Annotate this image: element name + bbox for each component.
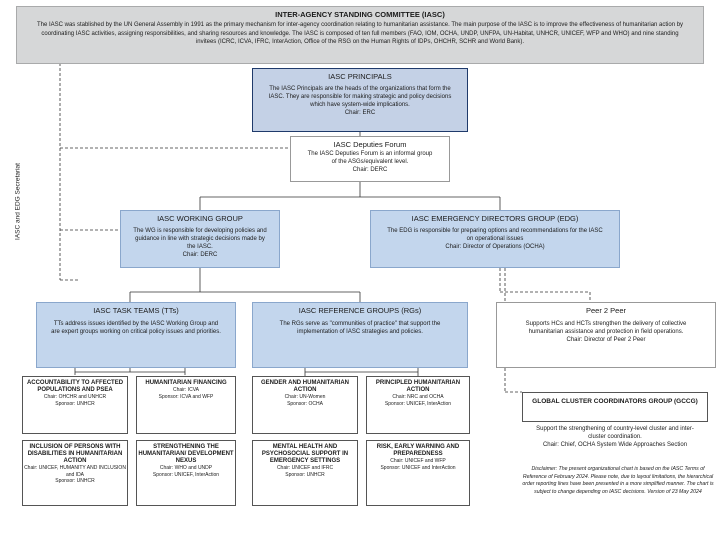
rg-item-title: GENDER AND HUMANITARIAN ACTION: [261, 380, 349, 393]
iasc-header: INTER-AGENCY STANDING COMMITTEE (IASC) T…: [16, 6, 704, 64]
rg-item-sponsor: Sponsor: OCHA: [287, 400, 323, 407]
deputies-box: IASC Deputies Forum The IASC Deputies Fo…: [290, 136, 450, 182]
rg-item-sponsor: Sponsor: UNICEF, InterAction: [384, 400, 452, 407]
rg-item-title: PRINCIPLED HUMANITARIAN ACTION: [375, 380, 461, 393]
tt-item-sponsor: Sponsor: ICVA and WFP: [158, 393, 214, 400]
gccg-box: GLOBAL CLUSTER COORDINATORS GROUP (GCCG): [522, 392, 708, 422]
working-group-title: IASC WORKING GROUP: [157, 214, 243, 223]
deputies-chair: Chair: DERC: [352, 167, 388, 173]
peer2peer-box: Peer 2 Peer Supports HCs and HCTs streng…: [496, 302, 716, 368]
peer2peer-chair: Chair: Director of Peer 2 Peer: [566, 337, 646, 343]
rg-item: GENDER AND HUMANITARIAN ACTION Chair: UN…: [252, 376, 358, 434]
deputies-body: The IASC Deputies Forum is an informal g…: [307, 151, 433, 165]
gccg-title: GLOBAL CLUSTER COORDINATORS GROUP (GCCG): [532, 398, 698, 405]
task-teams-box: IASC TASK TEAMS (TTs) TTs address issues…: [36, 302, 236, 368]
edg-chair: Chair: Director of Operations (OCHA): [445, 244, 545, 250]
tt-item: ACCOUNTABILITY TO AFFECTED POPULATIONS A…: [22, 376, 128, 434]
rg-item: MENTAL HEALTH AND PSYCHOSOCIAL SUPPORT I…: [252, 440, 358, 506]
task-teams-body: TTs address issues identified by the IAS…: [51, 321, 221, 335]
iasc-title: INTER-AGENCY STANDING COMMITTEE (IASC): [275, 10, 445, 19]
rg-item: PRINCIPLED HUMANITARIAN ACTION Chair: NR…: [366, 376, 470, 434]
tt-item-title: STRENGTHENING THE HUMANITARIAN/ DEVELOPM…: [138, 444, 234, 464]
principals-chair: Chair: ERC: [344, 110, 376, 116]
principals-title: IASC PRINCIPALS: [328, 72, 392, 81]
tt-item-title: INCLUSION OF PERSONS WITH DISABILITIES I…: [27, 444, 123, 464]
peer2peer-title: Peer 2 Peer: [585, 306, 627, 315]
tt-item-chair: Chair: UNICEF, HUMANITY AND INCLUSION an…: [24, 465, 126, 478]
rg-item-chair: Chair: UNICEF and IFRC: [276, 465, 334, 471]
reference-groups-box: IASC REFERENCE GROUPS (RGs) The RGs serv…: [252, 302, 468, 368]
peer2peer-body: Supports HCs and HCTs strengthen the del…: [525, 321, 687, 335]
rg-item-chair: Chair: UNICEF and WFP: [390, 458, 446, 464]
deputies-title: IASC Deputies Forum: [333, 140, 407, 149]
gccg-chair: Chair: Chief, OCHA System Wide Approache…: [542, 442, 688, 448]
tt-item-title: ACCOUNTABILITY TO AFFECTED POPULATIONS A…: [26, 380, 124, 393]
rg-item-sponsor: Sponsor: UNHCR: [285, 471, 325, 478]
gccg-desc: Support the strengthening of country-lev…: [522, 424, 708, 456]
tt-item-chair: Chair: ICVA: [172, 387, 200, 393]
tt-item-sponsor: Sponsor: UNHCR: [55, 478, 95, 484]
tt-item: INCLUSION OF PERSONS WITH DISABILITIES I…: [22, 440, 128, 506]
tt-item-chair: Chair: OHCHR and UNHCR: [43, 394, 107, 400]
principals-box: IASC PRINCIPALS The IASC Principals are …: [252, 68, 468, 132]
secretariat-label: IASC and EDG Secretariat: [14, 163, 22, 240]
rg-item-title: MENTAL HEALTH AND PSYCHOSOCIAL SUPPORT I…: [261, 444, 349, 464]
edg-body: The EDG is responsible for preparing opt…: [387, 228, 603, 242]
tt-item: HUMANITARIAN FINANCING Chair: ICVA Spons…: [136, 376, 236, 434]
edg-title: IASC EMERGENCY DIRECTORS GROUP (EDG): [411, 214, 579, 223]
rg-item-chair: Chair: NRC and OCHA: [392, 394, 444, 400]
tt-item-sponsor: Sponsor: UNHCR: [55, 400, 95, 407]
disclaimer: Disclaimer: The present organizational c…: [522, 466, 714, 495]
tt-item-sponsor: Sponsor: UNICEF, InterAction: [152, 471, 220, 478]
rg-item-sponsor: Sponsor: UNICEF and InterAction: [380, 464, 456, 471]
rg-item: RISK, EARLY WARNING AND PREPAREDNESS Cha…: [366, 440, 470, 506]
working-group-chair: Chair: DERC: [182, 252, 218, 258]
rg-item-title: RISK, EARLY WARNING AND PREPAREDNESS: [376, 444, 460, 457]
working-group-box: IASC WORKING GROUP The WG is responsible…: [120, 210, 280, 268]
reference-groups-body: The RGs serve as "communities of practic…: [279, 321, 441, 335]
reference-groups-title: IASC REFERENCE GROUPS (RGs): [298, 306, 422, 315]
tt-item: STRENGTHENING THE HUMANITARIAN/ DEVELOPM…: [136, 440, 236, 506]
working-group-body: The WG is responsible for developing pol…: [133, 228, 267, 250]
gccg-body: Support the strengthening of country-lev…: [536, 426, 694, 440]
tt-item-title: HUMANITARIAN FINANCING: [145, 380, 227, 386]
rg-item-chair: Chair: UN-Women: [284, 394, 326, 400]
edg-box: IASC EMERGENCY DIRECTORS GROUP (EDG) The…: [370, 210, 620, 268]
principals-body: The IASC Principals are the heads of the…: [268, 86, 452, 108]
task-teams-title: IASC TASK TEAMS (TTs): [93, 306, 179, 315]
tt-item-chair: Chair: WHO and UNDP: [159, 465, 213, 471]
iasc-description: The IASC was stablished by the UN Genera…: [36, 22, 684, 45]
